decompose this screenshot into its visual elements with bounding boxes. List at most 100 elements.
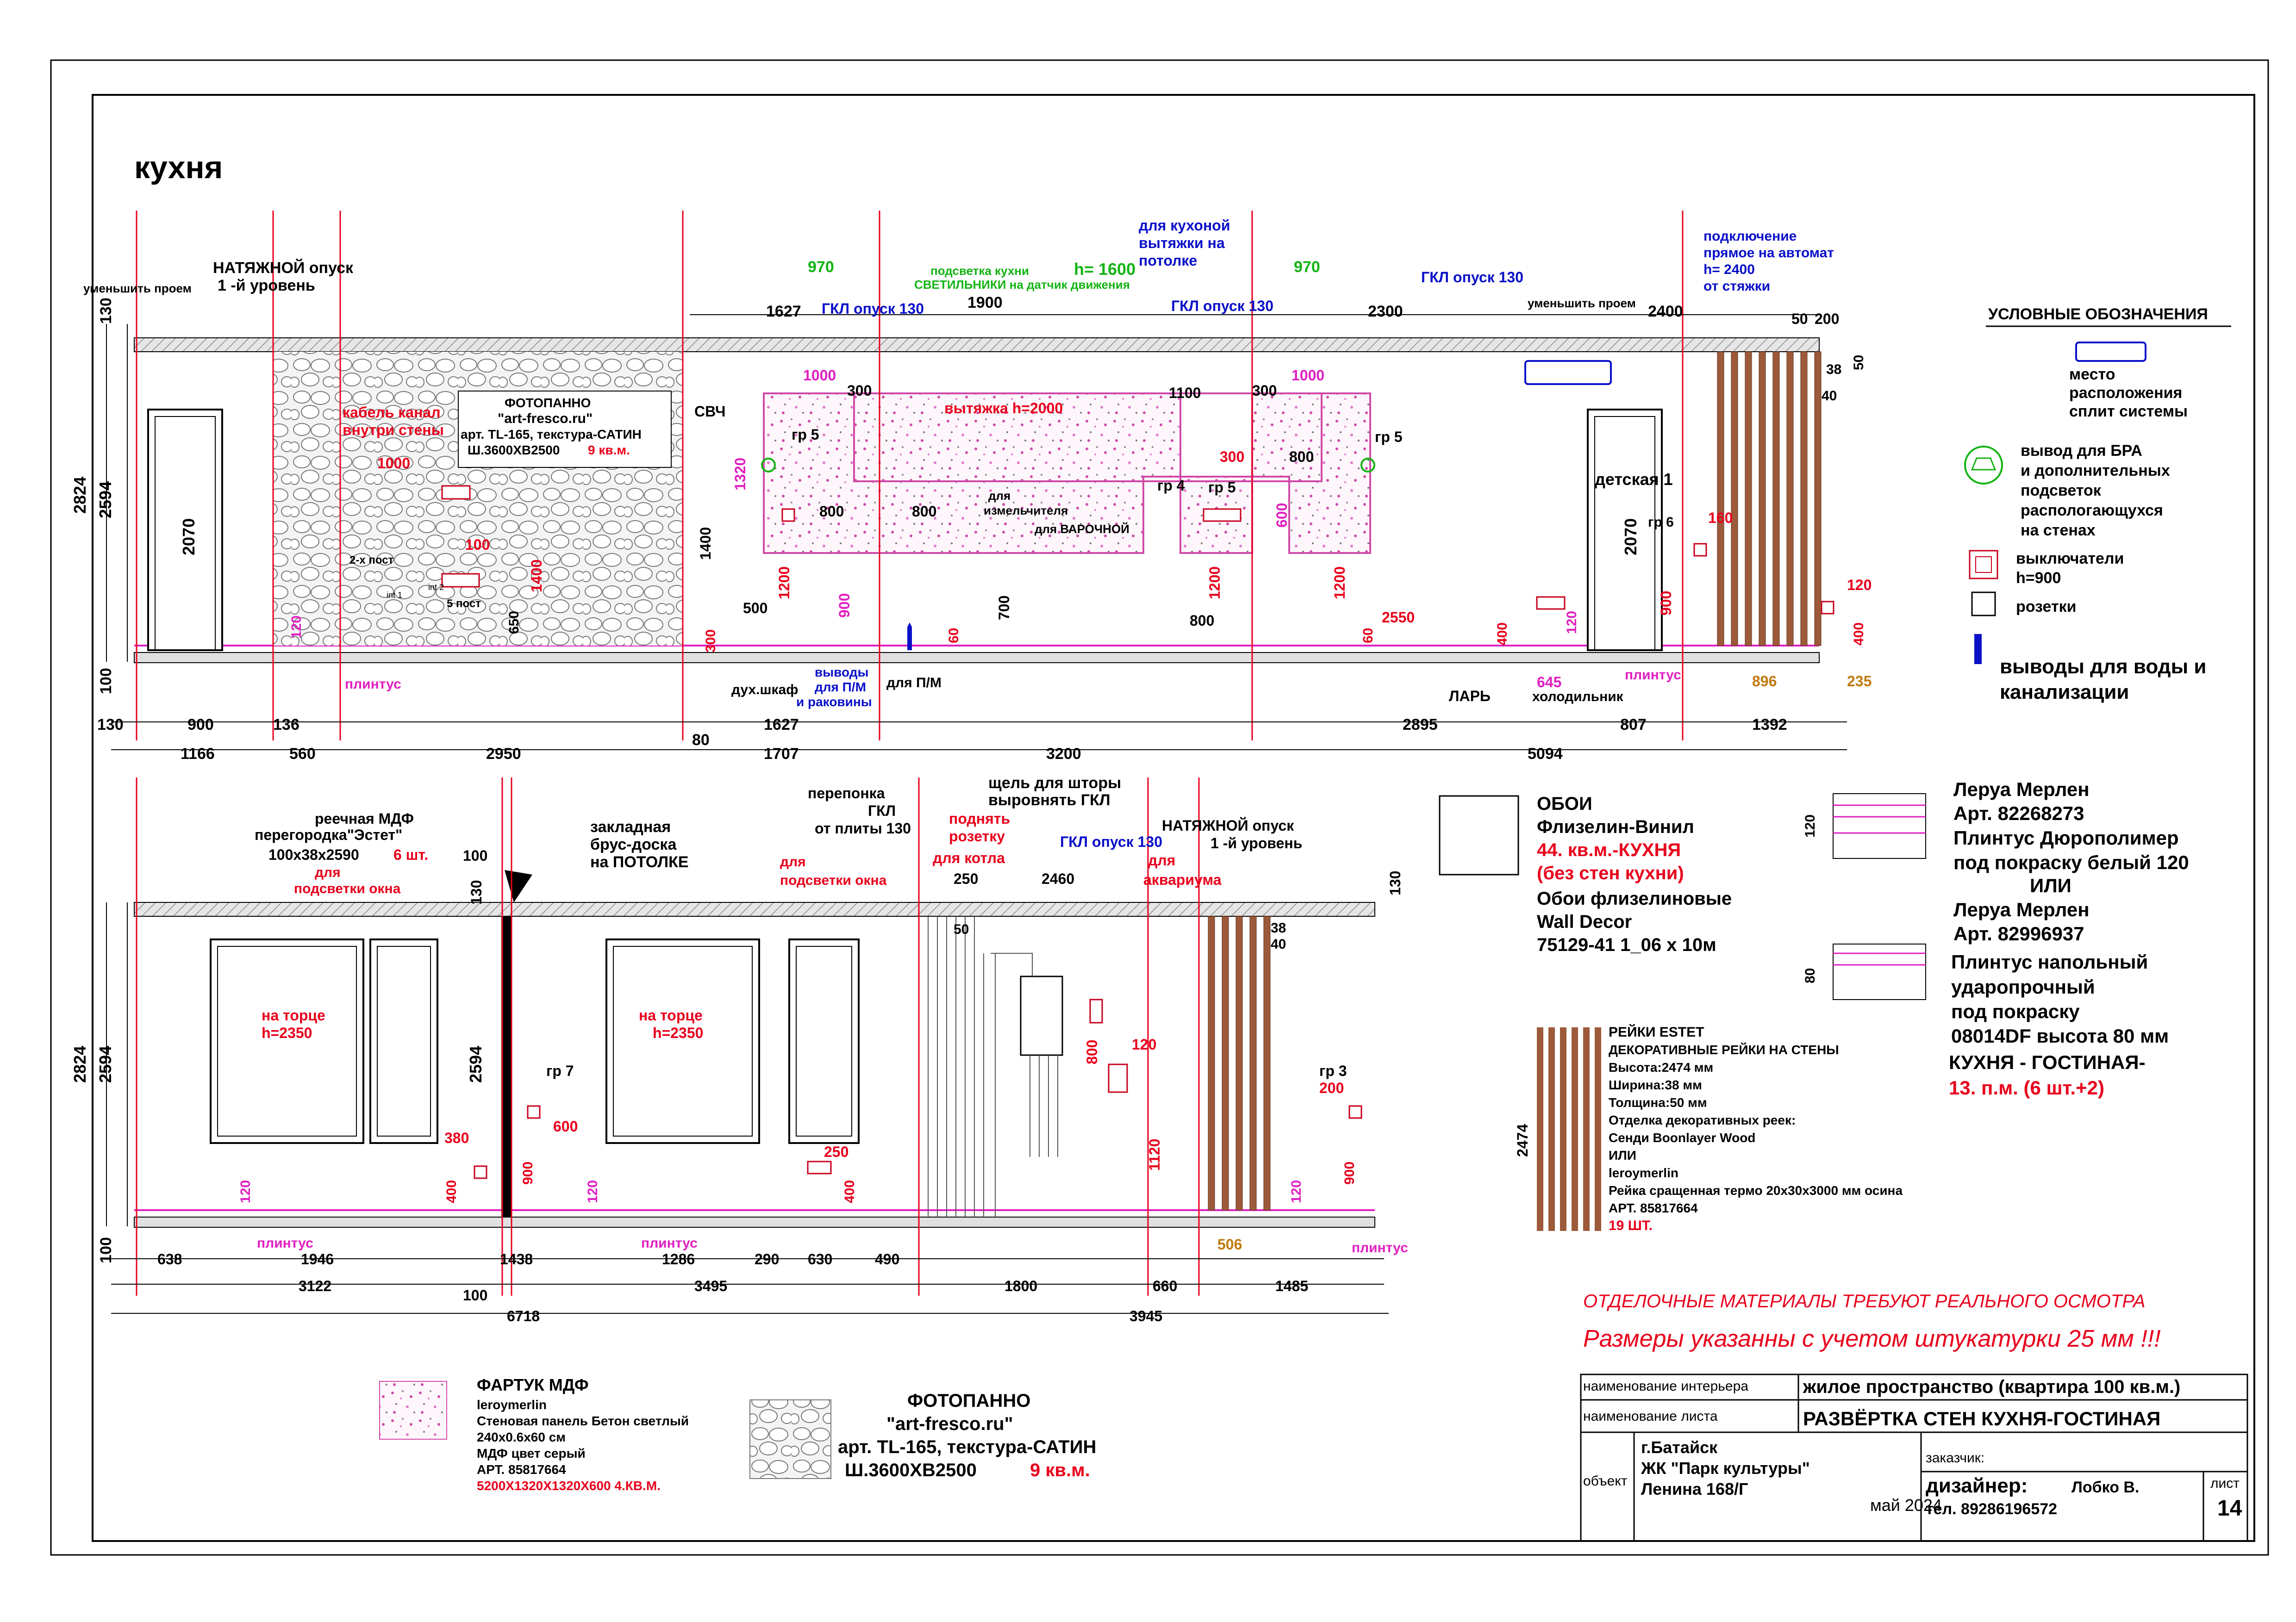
drawing-label: дизайнер: <box>1926 1474 2028 1497</box>
title-block <box>1580 1373 2248 1542</box>
drawing-label: 1200 <box>1331 566 1348 599</box>
drawing-label: подсветки окна <box>294 881 401 896</box>
drawing-label: 638 <box>157 1251 182 1268</box>
drawing-label: Плинтус напольный <box>1951 951 2148 973</box>
plintus-profile-120: 120 <box>1803 793 1926 859</box>
drawing-label: 3200 <box>1046 745 1081 763</box>
wood-slats-top <box>1717 351 1822 646</box>
door-left <box>147 409 223 651</box>
drawing-label: Леруа Мерлен <box>1953 899 2090 920</box>
drawing-label: 630 <box>808 1251 832 1268</box>
drawing-label: 5200Х1320Х1320Х600 4.КВ.М. <box>477 1479 661 1493</box>
drawing-label: гр 5 <box>792 426 819 443</box>
drawing-label: ГКЛ опуск 130 <box>1171 298 1273 314</box>
drawing-label: 1200 <box>776 566 792 599</box>
drawing-label: 250 <box>954 870 978 887</box>
drawing-label: 2550 <box>1382 609 1415 626</box>
drawing-label: выключатели <box>2016 550 2124 567</box>
drawing-label: 200 <box>1815 311 1839 327</box>
drawing-label: розетку <box>949 828 1005 845</box>
drawing-label: гр 7 <box>546 1063 574 1079</box>
split-system-icon <box>1524 360 1612 385</box>
drawing-label: 645 <box>1537 674 1561 690</box>
drawing-label: 6 шт. <box>393 846 428 863</box>
drawing-label: для кухоной <box>1139 217 1230 234</box>
drawing-label: (без стен кухни) <box>1537 863 1684 883</box>
drawing-label: 130 <box>97 298 115 324</box>
drawing-label: для котла <box>933 850 1005 866</box>
drawing-label: гр 4 <box>1157 477 1185 494</box>
drawing-label: 900 <box>520 1162 536 1185</box>
drawing-label: вытяжки на <box>1139 235 1225 251</box>
drawing-label: Рейка сращенная термо 20х30х3000 мм осин… <box>1609 1183 1903 1198</box>
drawing-label: 800 <box>1084 1040 1100 1064</box>
drawing-label: Плинтус Дюрополимер <box>1953 827 2179 849</box>
drawing-label: 50 <box>1851 355 1866 370</box>
bottom-floor-band <box>134 1217 1375 1228</box>
drawing-label: 300 <box>847 382 872 399</box>
drawing-label: детская 1 <box>1595 470 1673 489</box>
drawing-label: плинтус <box>345 677 401 692</box>
drawing-label: заказчик: <box>1926 1450 1984 1466</box>
drawing-label: 120 <box>289 615 304 639</box>
drawing-label: 660 <box>1153 1278 1177 1294</box>
mdf-partition <box>501 916 512 1217</box>
drawing-label: 800 <box>1190 612 1214 629</box>
drawing-label: 2824 <box>70 477 89 514</box>
split-legend-icon <box>2075 342 2146 362</box>
drawing-label: 560 <box>289 745 316 763</box>
drawing-label: 14 <box>2217 1496 2242 1521</box>
drawing-label: для ВАРОЧНОЙ <box>1035 522 1129 536</box>
drawing-label: дух.шкаф <box>731 682 798 697</box>
drawing-label: 2460 <box>1042 870 1074 887</box>
legend: УСЛОВНЫЕ ОБОЗНАЧЕНИЯ место расположения … <box>1964 305 2231 703</box>
drawing-label: 3122 <box>299 1278 331 1294</box>
drawing-label: 9 кв.м. <box>1030 1460 1090 1480</box>
drawing-label: 807 <box>1620 716 1647 733</box>
drawing-label: 9 кв.м. <box>588 443 630 457</box>
drawing-label: 100 <box>97 1237 115 1263</box>
window-1 <box>210 938 364 1144</box>
socket-groups-top <box>441 485 1834 615</box>
drawing-label: наименование интерьера <box>1583 1379 1748 1394</box>
drawing-label: Wall Decor <box>1537 912 1632 932</box>
drawing-label: г.Батайск <box>1641 1438 1718 1457</box>
drawing-label: 400 <box>1495 622 1510 646</box>
bra-marker <box>761 458 776 472</box>
window-3 <box>605 938 760 1144</box>
drawing-label: 1000 <box>1292 367 1324 384</box>
page-title: кухня <box>134 150 223 185</box>
drawing-label: тел. 89286196572 <box>1926 1500 2057 1518</box>
drawing-label: int 2 <box>428 583 444 592</box>
drawing-label: 6718 <box>507 1308 540 1324</box>
drawing-label: вытяжка h=2000 <box>944 400 1063 416</box>
drawing-label: 1627 <box>766 303 801 320</box>
bottom-elevation: реечная МДФ перегородка"Эстет" 100х38х25… <box>70 774 1408 1324</box>
plintus-profile-80: 80 <box>1803 944 1926 1000</box>
boiler <box>1020 976 1063 1056</box>
drawing-label: 500 <box>743 600 767 616</box>
drawing-label: и дополнительных <box>2021 462 2170 479</box>
fotopanno-swatch <box>749 1399 831 1479</box>
drawing-label: перегородка"Эстет" <box>255 827 402 843</box>
oboi-swatch <box>1439 795 1519 876</box>
drawing-label: 13. п.м. (6 шт.+2) <box>1949 1077 2104 1099</box>
drawing-label: "art-fresco.ru" <box>886 1414 1013 1434</box>
drawing-label: 120 <box>1803 814 1818 838</box>
drawing-label: 100х38х2590 <box>268 846 359 863</box>
drawing-label: Высота:2474 мм <box>1609 1060 1713 1075</box>
drawing-label: 1166 <box>181 745 215 763</box>
drawing-label: гр 6 <box>1648 515 1674 530</box>
drawing-label: 80 <box>692 731 710 749</box>
drawing-label: расположения <box>2069 384 2182 402</box>
drawing-label: 250 <box>824 1143 849 1160</box>
drawing-label: РЕЙКИ ESTET <box>1609 1024 1704 1040</box>
drawing-label: 600 <box>1273 503 1290 528</box>
drawing-label: 2594 <box>96 1046 115 1083</box>
drawing-label: 1200 <box>1206 566 1223 599</box>
drawing-label: 120 <box>1132 1036 1156 1053</box>
drawing-label: 1400 <box>528 559 545 592</box>
drawing-label: 235 <box>1847 673 1872 690</box>
drawing-label: ОТДЕЛОЧНЫЕ МАТЕРИАЛЫ ТРЕБУЮТ РЕАЛЬНОГО О… <box>1583 1291 2146 1311</box>
